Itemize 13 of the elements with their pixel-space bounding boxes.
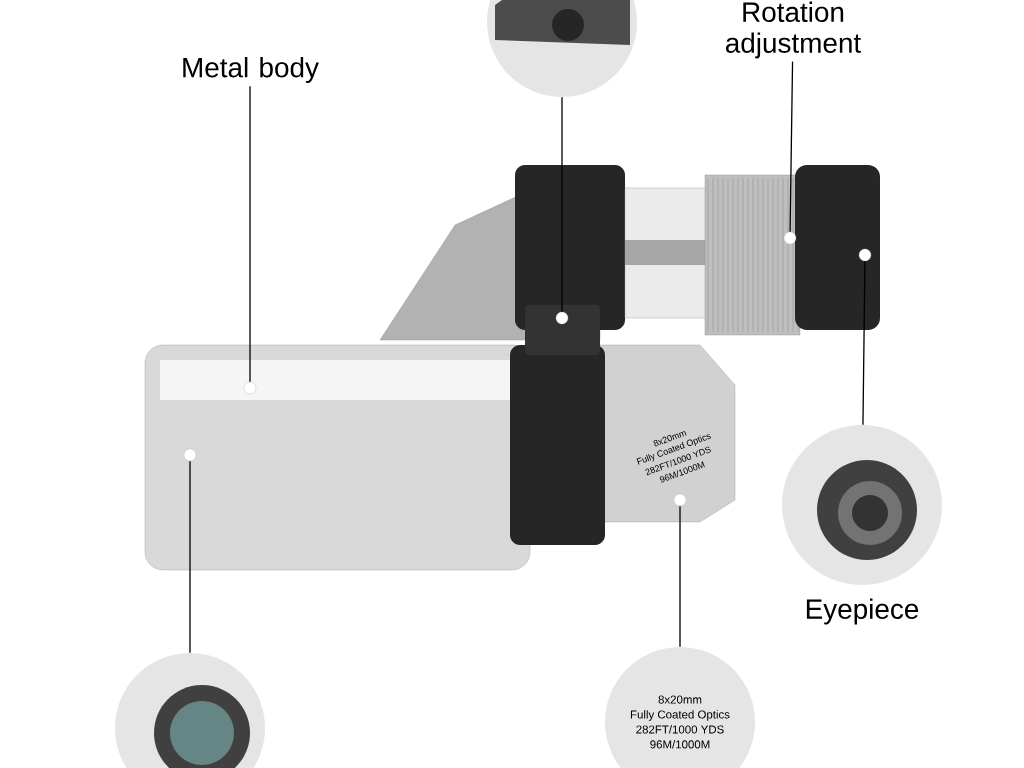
leader-line [679,505,681,648]
focus-closeup-drawing [487,0,637,97]
callout-label: Rotation adjustment [725,1,861,59]
leader-line [561,96,563,313]
callout-label: Metal body [183,57,319,83]
leader-line [249,85,251,383]
leader-line [789,61,794,233]
leader-line [189,460,191,654]
caption-text: Eyepiece [806,598,919,625]
text-closeup: 8x20mm Fully Coated Optics 282FT/1000 YDS 96M/1000M [605,647,755,768]
leader-line [862,260,866,426]
lens-closeup-drawing [115,653,265,768]
eyepiece-closeup-drawing [782,425,942,585]
